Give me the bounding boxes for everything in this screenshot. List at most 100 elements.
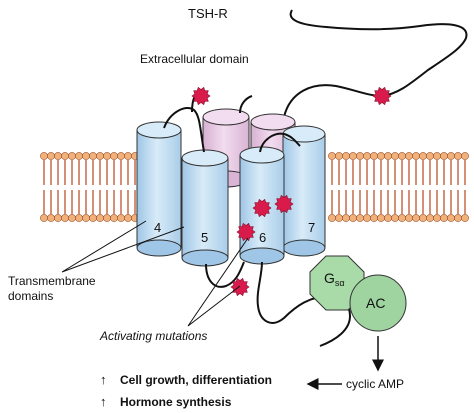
lipid-head [447, 152, 455, 160]
lipid-head [398, 152, 406, 160]
intracellular-loop [205, 261, 245, 288]
adenylyl-cyclase [349, 274, 407, 332]
lipid-head [426, 152, 434, 160]
effect-1-label: Cell growth, differentiation [120, 373, 272, 387]
extracellular-loop-3 [259, 132, 301, 153]
lipid-bilayer [40, 152, 469, 222]
mutation-starburst [274, 194, 294, 214]
lipid-head [356, 214, 364, 222]
lipid-head [82, 152, 90, 160]
lipid-head [89, 214, 97, 222]
lipid-head [349, 152, 357, 160]
extracellular-loop-1 [163, 107, 205, 153]
lipid-head [370, 152, 378, 160]
lipid-head [110, 152, 118, 160]
transmembrane-label-line1: Transmembrane [8, 274, 96, 288]
lipid-head [328, 152, 336, 160]
lipid-head [405, 152, 413, 160]
lipid-head [54, 152, 62, 160]
lipid-head [61, 214, 69, 222]
lipid-head [405, 214, 413, 222]
helix-right [282, 125, 326, 257]
lipid-head [461, 214, 469, 222]
lipid-head [412, 152, 420, 160]
lipid-head [391, 152, 399, 160]
mutation-starburst [191, 86, 211, 106]
lipid-head [454, 152, 462, 160]
lipid-head [426, 214, 434, 222]
lipid-head [433, 214, 441, 222]
lipid-head [454, 214, 462, 222]
lipid-head [349, 214, 357, 222]
lipid-head [82, 214, 90, 222]
lipid-head [398, 214, 406, 222]
intracellular-chain [256, 261, 352, 347]
mutation-starburst [230, 277, 250, 297]
mutation-starburst [252, 198, 272, 218]
lipid-head [440, 152, 448, 160]
helix-number-5: 5 [201, 230, 208, 245]
activating-mutations [191, 86, 392, 297]
lipid-head [419, 214, 427, 222]
lipid-head [342, 214, 350, 222]
transmembrane-pointer-lines [61, 220, 185, 273]
helix-left [136, 121, 182, 257]
helix-number-4: 4 [154, 220, 161, 235]
diagram-title: TSH-R [188, 6, 228, 21]
gs-alpha-label: Gsα [324, 270, 345, 288]
lipid-head [356, 152, 364, 160]
lipid-head [40, 152, 48, 160]
lipid-head [328, 214, 336, 222]
lipid-head [461, 152, 469, 160]
lipid-head [335, 152, 343, 160]
lipid-head [384, 214, 392, 222]
lipid-head [89, 152, 97, 160]
mutation-starburst [372, 86, 392, 106]
lipid-head [377, 214, 385, 222]
lipid-head [96, 152, 104, 160]
transmembrane-label-line2: domains [8, 289, 53, 303]
lipid-head [47, 152, 55, 160]
lipid-head [335, 214, 343, 222]
lipid-head [117, 152, 125, 160]
mutation-starburst [236, 222, 256, 242]
cyclic-amp-label: cyclic AMP [346, 377, 404, 391]
lipid-head [370, 214, 378, 222]
lipid-head [75, 152, 83, 160]
lipid-head [117, 214, 125, 222]
lipid-head [377, 152, 385, 160]
effect-1-arrow: ↑ [100, 372, 107, 387]
lipid-head [75, 214, 83, 222]
helix-number-7: 7 [308, 220, 315, 235]
lipid-head [103, 214, 111, 222]
lipid-head [384, 152, 392, 160]
activating-mutations-label: Activating mutations [99, 329, 207, 343]
lipid-head [363, 152, 371, 160]
effect-2-arrow: ↑ [100, 394, 107, 409]
lipid-head [110, 214, 118, 222]
lipid-head [342, 152, 350, 160]
helix-number-6: 6 [259, 230, 266, 245]
lipid-head [440, 214, 448, 222]
lipid-head [419, 152, 427, 160]
lipid-head [103, 152, 111, 160]
lipid-head [412, 214, 420, 222]
helix-front-left [181, 149, 229, 267]
ac-label: AC [366, 295, 385, 311]
mutation-pointer-lines [187, 237, 249, 327]
lipid-head [40, 214, 48, 222]
gs-label-subscript: sα [335, 278, 345, 288]
lipid-head [433, 152, 441, 160]
lipid-head [61, 152, 69, 160]
lipid-head [54, 214, 62, 222]
extracellular-loop-4 [239, 95, 253, 114]
extracellular-domain-label: Extracellular domain [140, 52, 249, 66]
lipid-head [124, 214, 132, 222]
lipid-head [391, 214, 399, 222]
effect-2-label: Hormone synthesis [120, 395, 232, 409]
extracellular-n-terminal-chain [283, 9, 468, 118]
lipid-head [96, 214, 104, 222]
lipid-head [124, 152, 132, 160]
